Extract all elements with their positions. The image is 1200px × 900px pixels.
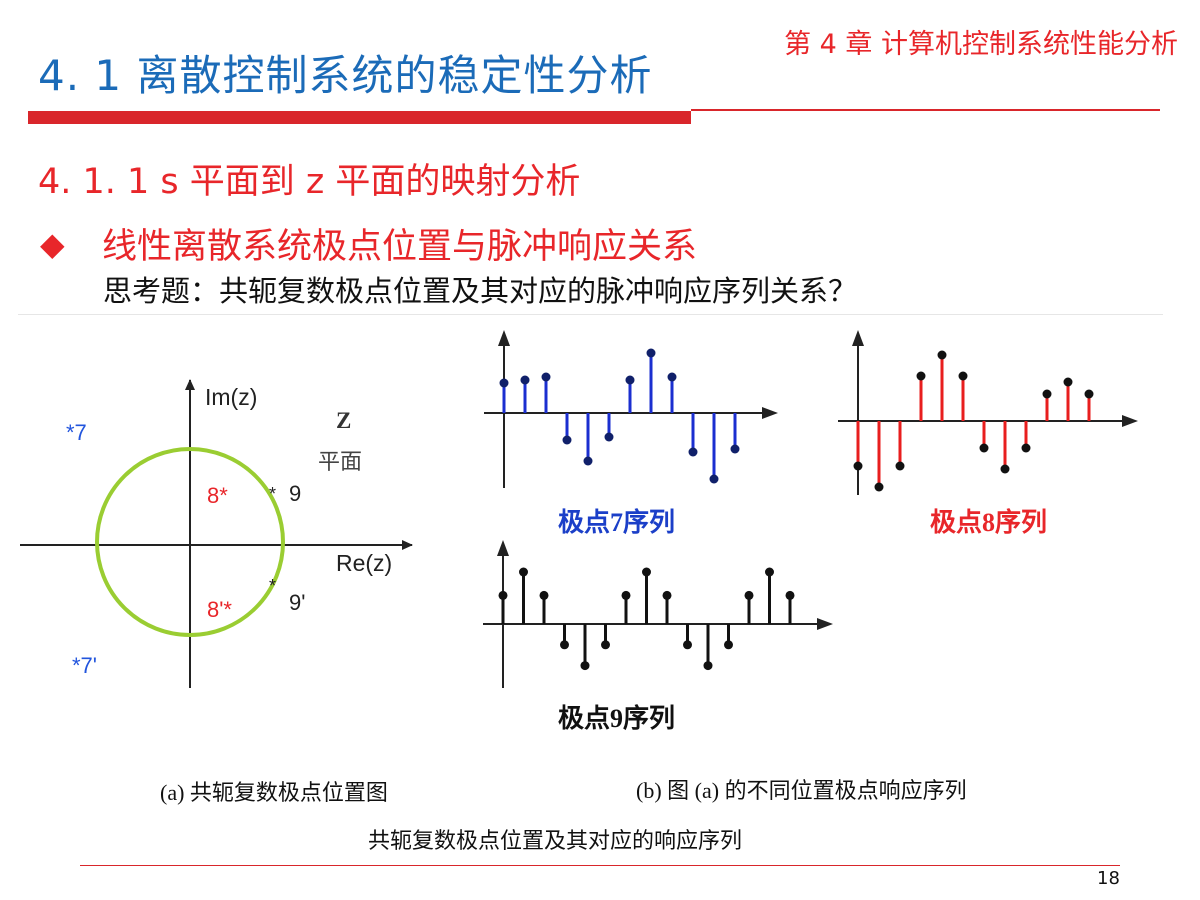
stem-marker	[1063, 377, 1073, 387]
stem-marker	[562, 435, 572, 445]
title-underline-bar	[28, 111, 691, 124]
stem-marker	[916, 371, 926, 381]
sequence-7-plot	[484, 330, 778, 488]
sequence-8-label: 极点8序列	[930, 508, 1048, 537]
chapter-title: 第 4 章 计算机控制系统性能分析	[784, 29, 1178, 60]
amplitude-axis-arrow	[498, 330, 510, 346]
time-axis-arrow	[762, 407, 778, 419]
stem-marker	[560, 640, 569, 650]
stem-marker	[937, 350, 947, 360]
caption-b: (b) 图 (a) 的不同位置极点响应序列	[636, 778, 967, 803]
stem-marker	[724, 640, 733, 650]
stem-marker	[580, 661, 590, 671]
stem-marker	[583, 456, 593, 466]
stem-marker	[519, 567, 528, 577]
sequence-7-label: 极点7序列	[558, 508, 676, 537]
stem-marker	[709, 474, 719, 484]
stem-marker	[703, 661, 713, 671]
stem-marker	[662, 590, 672, 600]
stem-marker	[604, 432, 614, 442]
stem-marker	[688, 447, 698, 457]
stem-marker	[730, 444, 740, 454]
amplitude-axis-arrow	[497, 540, 509, 556]
bullet-text: 线性离散系统极点位置与脉冲响应关系	[102, 227, 698, 267]
sequence-8-plot	[838, 330, 1138, 495]
stem-marker	[625, 375, 635, 385]
stem-marker	[1000, 464, 1010, 474]
stem-marker	[1084, 389, 1094, 399]
stem-marker	[541, 372, 551, 382]
stem-marker	[1042, 389, 1052, 399]
stem-marker	[683, 640, 692, 650]
stem-marker	[621, 590, 631, 600]
stem-marker	[958, 371, 968, 381]
stem-marker	[499, 378, 509, 388]
stem-marker	[498, 590, 508, 600]
stem-marker	[979, 443, 989, 453]
stem-marker	[895, 461, 905, 471]
stem-marker	[785, 590, 795, 600]
caption-a: (a) 共轭复数极点位置图	[160, 780, 388, 805]
stem-marker	[646, 348, 656, 358]
stem-marker	[874, 482, 884, 492]
question-text: 思考题：共轭复数极点位置及其对应的脉冲响应序列关系？	[103, 274, 858, 308]
diamond-icon: ◆	[40, 224, 65, 263]
stem-marker	[853, 461, 863, 471]
slide-title: 4. 1 离散控制系统的稳定性分析	[38, 51, 653, 100]
stem-marker	[642, 567, 651, 577]
stem-marker	[765, 567, 774, 577]
title-underline-line	[691, 109, 1160, 111]
page-number: 18	[1097, 868, 1120, 889]
sequence-9-plot	[483, 540, 833, 688]
stem-marker	[744, 590, 754, 600]
bullet-item: ◆ 线性离散系统极点位置与脉冲响应关系	[40, 218, 697, 269]
separator	[18, 314, 1163, 315]
stem-marker	[539, 590, 549, 600]
section-subtitle: 4. 1. 1 s 平面到 z 平面的映射分析	[38, 162, 581, 202]
time-axis-arrow	[817, 618, 833, 630]
stem-marker	[601, 640, 610, 650]
footer-line	[80, 865, 1120, 866]
stem-marker	[520, 375, 530, 385]
sequence-9-label: 极点9序列	[558, 704, 676, 733]
time-axis-arrow	[1122, 415, 1138, 427]
stem-marker	[1021, 443, 1031, 453]
amplitude-axis-arrow	[852, 330, 864, 346]
stem-marker	[667, 372, 677, 382]
caption-main: 共轭复数极点位置及其对应的响应序列	[368, 828, 743, 853]
